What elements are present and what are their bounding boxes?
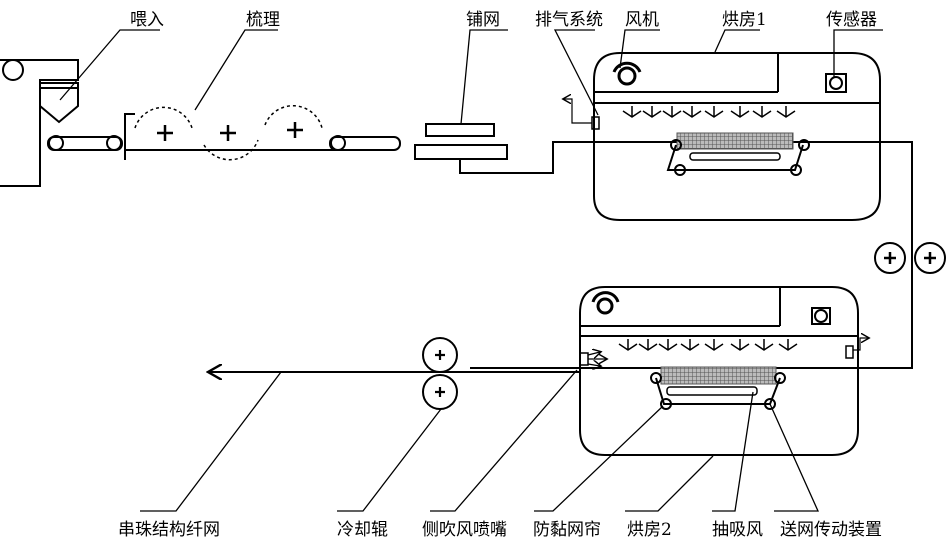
- feeder: [0, 59, 79, 187]
- label-fan: 风机: [625, 10, 659, 30]
- label-suction: 抽吸风: [712, 520, 763, 540]
- label-side-nozzle: 侧吹风喷嘴: [422, 520, 507, 540]
- conveyor-1: [47, 135, 123, 151]
- label-web-laying: 铺网: [466, 10, 500, 30]
- label-exhaust: 排气系统: [535, 10, 603, 30]
- oven-1: [564, 52, 881, 221]
- label-cooling-roller: 冷却辊: [337, 520, 388, 540]
- oven-2: [579, 286, 868, 456]
- label-drive: 送网传动装置: [780, 520, 882, 540]
- label-anti-stick-belt: 防黏网帘: [533, 520, 601, 540]
- label-product: 串珠结构纤网: [118, 520, 220, 540]
- nip-rollers: [874, 242, 946, 274]
- label-sensor: 传感器: [826, 10, 877, 30]
- leader-lines: [59, 29, 883, 512]
- label-oven-2: 烘房2: [627, 520, 672, 540]
- label-feed: 喂入: [130, 10, 164, 30]
- cooling-rollers: [422, 337, 458, 410]
- label-oven-1: 烘房1: [722, 10, 767, 30]
- web-layer: [414, 123, 913, 369]
- carding-machine: [124, 104, 401, 161]
- label-carding: 梳理: [246, 10, 280, 30]
